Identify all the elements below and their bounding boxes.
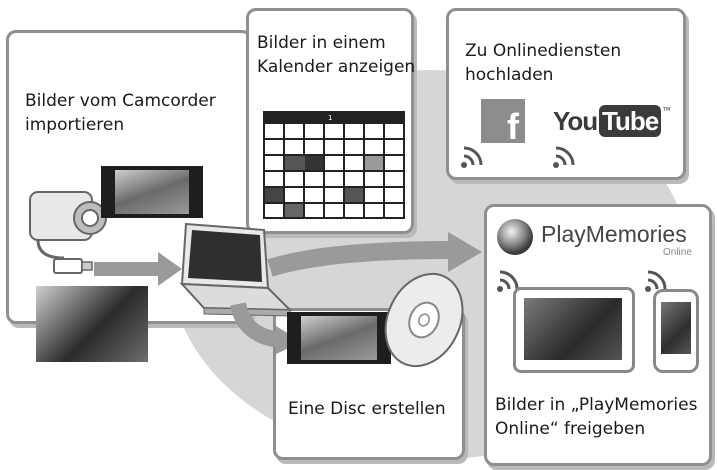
disc-soccer-photo xyxy=(301,316,377,360)
import-title: Bilder vom Camcorder importieren xyxy=(25,91,216,135)
wifi-icon xyxy=(497,270,519,292)
calendar-grid: 1 xyxy=(263,111,405,219)
tablet-screen-photo xyxy=(524,298,622,360)
wifi-icon xyxy=(461,146,483,168)
facebook-letter: f xyxy=(507,106,519,147)
playmemories-brand-sub: Online xyxy=(663,247,692,258)
youtube-icon: You Tube TM xyxy=(553,105,673,141)
arrow-import xyxy=(94,252,182,286)
phone-screen-photo xyxy=(661,302,691,354)
import-photo xyxy=(36,286,148,362)
film-strip-photo xyxy=(101,166,203,218)
youtube-tm: TM xyxy=(663,107,671,113)
camcorder-icon xyxy=(29,191,107,260)
soccer-photo xyxy=(115,170,189,214)
calendar-card: Bilder in einem Kalender anzeigen 1 xyxy=(246,8,416,234)
tablet-device xyxy=(513,287,635,373)
smartphone-device xyxy=(653,289,699,373)
upload-card: Zu Onlinediensten hochladen f You Tube T… xyxy=(446,8,686,180)
laptop-icon xyxy=(179,222,293,317)
playmemories-brand: PlayMemories xyxy=(541,221,687,247)
wifi-icon xyxy=(645,270,667,292)
disc-title: Eine Disc erstellen xyxy=(288,399,446,419)
playmemories-title: Bilder in „PlayMemories Online“ freigebe… xyxy=(495,395,698,439)
calendar-month: 1 xyxy=(328,114,332,122)
upload-title: Zu Onlinediensten hochladen xyxy=(465,41,622,85)
playmemories-logo-icon xyxy=(497,219,533,255)
disc-icon xyxy=(384,272,464,368)
calendar-thumbnails xyxy=(265,156,383,217)
wifi-icon xyxy=(553,146,575,168)
calendar-title: Bilder in einem Kalender anzeigen xyxy=(257,33,416,77)
youtube-you: You xyxy=(553,106,598,136)
facebook-icon: f xyxy=(481,99,525,147)
arrow-to-playmemories xyxy=(267,232,482,277)
disc-film-strip xyxy=(287,312,391,364)
youtube-tube: Tube xyxy=(599,105,662,137)
playmemories-card: PlayMemories Online Bilder in „PlayMemor… xyxy=(484,204,712,466)
usb-plug-icon xyxy=(53,258,93,274)
